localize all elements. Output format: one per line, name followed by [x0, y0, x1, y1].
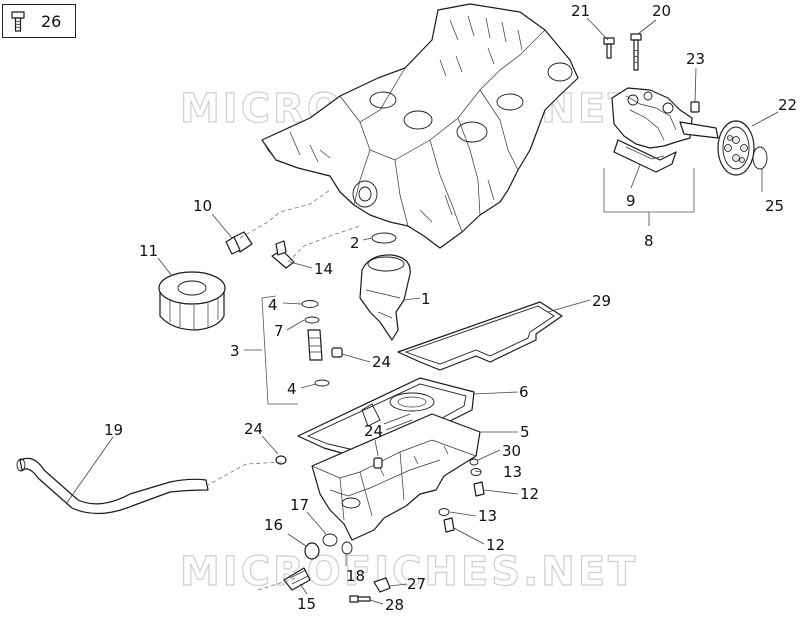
- bolt-12a: [473, 481, 485, 497]
- callout-20: 20: [652, 2, 671, 20]
- drain-plug-15: [283, 567, 311, 591]
- pin-23: [690, 101, 700, 113]
- washer-18: [341, 541, 353, 555]
- washer-30: [469, 458, 479, 466]
- gear-22: [717, 120, 755, 176]
- oil-strainer-1: [359, 254, 411, 341]
- breather-hose-19: [16, 457, 209, 515]
- callout-24a: 24: [372, 353, 391, 371]
- plug-16: [304, 542, 320, 560]
- fitting-10: [225, 231, 253, 255]
- oil-pump-assembly: [611, 87, 719, 173]
- washer-13b: [438, 508, 450, 516]
- callout-5: 5: [520, 423, 530, 441]
- callout-12a: 12: [520, 485, 539, 503]
- screw-28: [349, 595, 371, 603]
- callout-14: 14: [314, 260, 333, 278]
- circlip-25: [752, 146, 768, 170]
- callout-30: 30: [502, 442, 521, 460]
- sensor-14: [271, 240, 295, 269]
- callout-24c: 24: [244, 420, 263, 438]
- callout-29: 29: [592, 292, 611, 310]
- callout-9: 9: [626, 192, 636, 210]
- clip-27: [373, 577, 391, 593]
- callout-21: 21: [571, 2, 590, 20]
- callout-13a: 13: [503, 463, 522, 481]
- legend-number: 26: [41, 12, 62, 31]
- callout-7: 7: [274, 322, 284, 340]
- callout-27: 27: [407, 575, 426, 593]
- callout-11: 11: [139, 242, 158, 260]
- screw-20: [630, 33, 642, 71]
- callout-8: 8: [644, 232, 654, 250]
- callout-25: 25: [765, 197, 784, 215]
- callout-1: 1: [421, 290, 431, 308]
- callout-10: 10: [193, 197, 212, 215]
- callout-16: 16: [264, 516, 283, 534]
- screw-icon: [11, 11, 25, 32]
- callout-3: 3: [230, 342, 240, 360]
- callout-24b: 24: [364, 422, 383, 440]
- callout-28: 28: [385, 596, 404, 614]
- o-ring-2: [371, 232, 397, 244]
- callout-19: 19: [104, 421, 123, 439]
- callout-12b: 12: [486, 536, 505, 554]
- bolt-12b: [443, 517, 455, 533]
- callout-15: 15: [297, 595, 316, 613]
- callout-22: 22: [778, 96, 797, 114]
- oil-filter-11: [158, 271, 226, 331]
- bracket-3: [261, 295, 298, 405]
- callout-18: 18: [346, 567, 365, 585]
- callout-17: 17: [290, 496, 309, 514]
- screw-21: [603, 37, 615, 59]
- crankcase: [261, 3, 579, 249]
- callout-4a: 4: [268, 296, 278, 314]
- watermark-bottom: MICROFICHES.NET: [180, 549, 638, 595]
- plug-24b: [373, 457, 383, 469]
- bracket-8: [603, 168, 695, 213]
- callout-6: 6: [519, 383, 529, 401]
- callout-23: 23: [686, 50, 705, 68]
- washer-17: [322, 533, 338, 547]
- callout-13b: 13: [478, 507, 497, 525]
- callout-2: 2: [350, 234, 360, 252]
- relief-valve-group: [301, 300, 343, 387]
- callout-numbers: 21 20 23 22 9 25 8 10 2 11 14 1 29 4 7 3…: [104, 2, 797, 614]
- callout-4b: 4: [287, 380, 297, 398]
- plug-24c: [275, 455, 287, 465]
- legend-box: 26: [2, 4, 76, 38]
- leader-lines: [65, 17, 779, 605]
- guide-lines: [205, 189, 361, 591]
- gasket-29: [397, 301, 563, 371]
